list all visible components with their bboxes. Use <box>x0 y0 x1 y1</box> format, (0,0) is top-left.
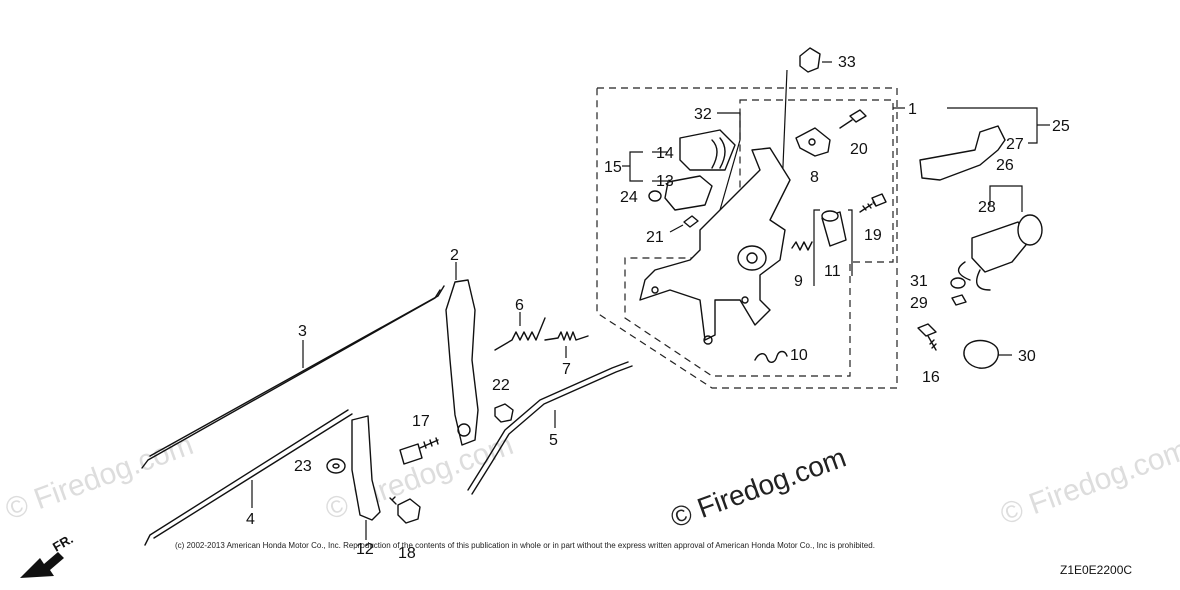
callout-28: 28 <box>978 199 996 216</box>
screw-29-icon <box>951 294 967 306</box>
callout-33: 33 <box>838 54 856 71</box>
watermark-center: © Firedog.com <box>666 442 850 534</box>
rod-3-icon <box>141 289 441 469</box>
bracket-8-hole <box>808 138 816 146</box>
callout-29: 29 <box>910 295 928 312</box>
washer-23-icon <box>326 458 346 474</box>
switch-28-icon <box>971 221 1031 273</box>
bracket-11a <box>813 209 820 286</box>
copyright-notice: (c) 2002-2013 American Honda Motor Co., … <box>175 541 875 550</box>
pivot-boss <box>737 245 767 271</box>
control-base-plate <box>639 147 791 341</box>
diagram-code: Z1E0E2200C <box>1060 563 1132 577</box>
bolt-16-head <box>917 323 937 337</box>
callout-16: 16 <box>922 369 940 386</box>
screw-20-head <box>849 109 867 123</box>
callout-31: 31 <box>910 273 928 290</box>
callout-27: 27 <box>1006 136 1024 153</box>
bracket-8-icon <box>795 127 831 157</box>
callout-18: 18 <box>398 545 416 562</box>
lever-27-icon <box>919 125 1006 181</box>
plate-hole-1 <box>651 286 659 294</box>
callout-1: 1 <box>908 101 917 118</box>
callout-7: 7 <box>562 361 571 378</box>
callout-2: 2 <box>450 247 459 264</box>
pivot-hole <box>746 252 758 264</box>
rod-3-edge <box>149 285 445 457</box>
leader-32 <box>717 112 741 211</box>
clip-33-icon <box>799 47 821 73</box>
watermark-left: © Firedog.com <box>1 428 198 526</box>
lever-2-icon <box>445 279 479 446</box>
switch-14-icon <box>679 129 736 171</box>
watermark-right: © Firedog.com <box>996 433 1180 531</box>
rod-5-icon <box>467 361 629 491</box>
plate-hole-3 <box>703 335 713 345</box>
screw-20-shank <box>839 119 853 129</box>
bolt-17-head <box>399 443 423 465</box>
bracket-26 <box>989 185 1023 212</box>
callout-3: 3 <box>298 323 307 340</box>
callout-17: 17 <box>412 413 430 430</box>
callout-11: 11 <box>824 263 841 280</box>
callout-5: 5 <box>549 432 558 449</box>
callout-13: 13 <box>656 173 674 190</box>
spring-6-icon <box>494 317 546 351</box>
callout-15: 15 <box>604 159 622 176</box>
callout-12: 12 <box>356 541 374 558</box>
washer-23-hole <box>332 463 340 469</box>
clamp-30-icon <box>963 339 999 369</box>
callout-30: 30 <box>1018 348 1036 365</box>
bolt-18-head <box>397 498 421 524</box>
nut-22-icon <box>494 403 514 423</box>
callout-6: 6 <box>515 297 524 314</box>
front-direction-indicator: FR. <box>20 531 76 578</box>
callout-20: 20 <box>850 141 868 158</box>
callout-25: 25 <box>1052 118 1070 135</box>
bolt-16-thread <box>927 335 937 351</box>
washer-24-icon <box>648 190 662 202</box>
spring-9-icon <box>791 241 813 251</box>
callout-9: 9 <box>794 273 803 290</box>
callout-19: 19 <box>864 227 882 244</box>
switch-14-spring <box>711 137 726 169</box>
rod-5-edge <box>471 365 633 495</box>
switch-13-icon <box>664 175 713 211</box>
callout-22: 22 <box>492 377 510 394</box>
callout-23: 23 <box>294 458 312 475</box>
front-arrow-icon <box>20 552 64 578</box>
callout-8: 8 <box>810 169 819 186</box>
leader-21 <box>669 224 684 233</box>
callout-4: 4 <box>246 511 255 528</box>
front-label: FR. <box>50 531 76 554</box>
callout-24: 24 <box>620 189 638 206</box>
bolt-18-thread <box>389 496 397 505</box>
callout-10: 10 <box>790 347 808 364</box>
callout-21: 21 <box>646 229 664 246</box>
callout-14: 14 <box>656 145 674 162</box>
lever-2-hole <box>457 423 471 437</box>
spring-10-icon <box>754 350 788 363</box>
callout-26: 26 <box>996 157 1014 174</box>
switch-28-wire <box>957 261 991 291</box>
assembly-boundary-inner <box>624 99 894 377</box>
switch-28-knob <box>1017 214 1043 246</box>
spring-7-icon <box>544 331 589 341</box>
screw-19-thread <box>859 201 877 213</box>
washer-31-icon <box>950 277 966 289</box>
bracket-15 <box>629 151 643 182</box>
bolt-17-thread <box>419 437 439 449</box>
bracket-11b <box>848 209 853 276</box>
screw-21-icon <box>683 215 699 228</box>
rod-4-edge <box>153 413 353 539</box>
rod-4-icon <box>144 409 349 546</box>
plate-hole-2 <box>741 296 749 304</box>
lever-12-icon <box>351 415 381 521</box>
callout-32: 32 <box>694 106 712 123</box>
collar-11-top <box>821 210 839 222</box>
